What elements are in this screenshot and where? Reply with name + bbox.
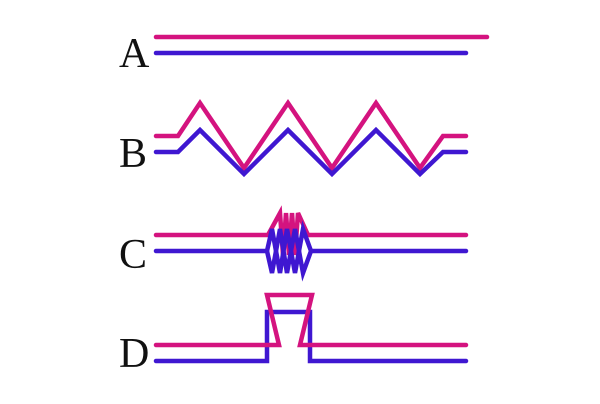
wave-b-pink: [153, 98, 469, 173]
wave-d-blue: [153, 309, 469, 364]
label-a: A: [119, 31, 150, 77]
wave-c-blue-upper: [153, 220, 469, 274]
wave-d-pink: [153, 292, 469, 348]
label-b: B: [119, 131, 147, 177]
wave-b-blue: [153, 126, 469, 178]
wave-c-blue-lower: [264, 228, 314, 282]
label-c: C: [119, 232, 147, 278]
label-d: D: [119, 331, 149, 377]
